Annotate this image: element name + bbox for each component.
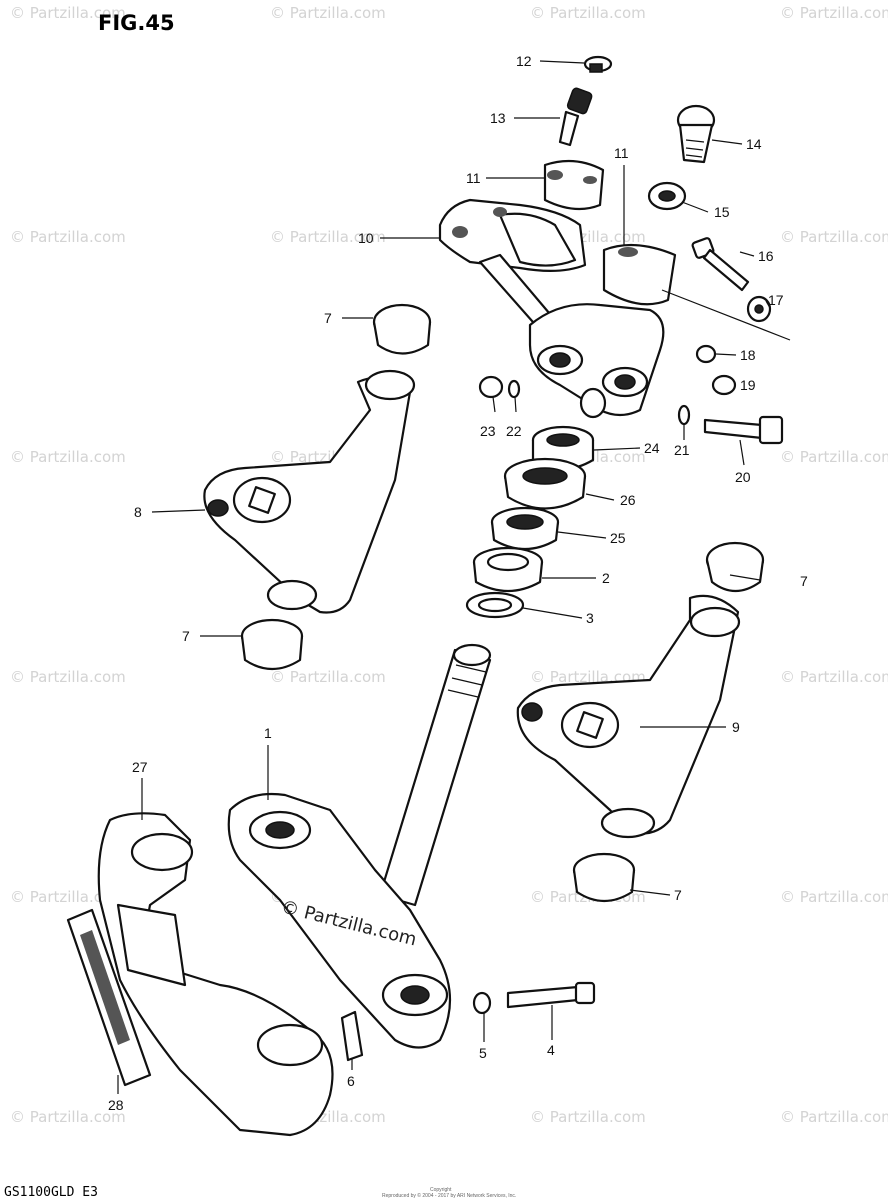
part-7-cap-bottom-left bbox=[240, 618, 304, 671]
watermark: © Partzilla.com bbox=[270, 4, 386, 22]
part-16-bolt bbox=[691, 237, 750, 292]
callout-19: 19 bbox=[740, 377, 756, 393]
watermark: © Partzilla.com bbox=[780, 1108, 888, 1126]
part-18-washer bbox=[695, 344, 717, 364]
part-5-washer bbox=[472, 991, 492, 1015]
watermark: © Partzilla.com bbox=[270, 228, 386, 246]
callout-17: 17 bbox=[768, 292, 784, 308]
callout-10: 10 bbox=[358, 230, 374, 246]
parts-drawing bbox=[66, 55, 784, 1137]
footer-copyright: Copyright bbox=[430, 1187, 452, 1193]
callout-labels: 12 13 14 15 16 17 18 19 11 11 10 7 8 7 7… bbox=[108, 53, 808, 1113]
watermark: © Partzilla.com bbox=[10, 1108, 126, 1126]
part-19-cap-nut bbox=[711, 374, 737, 396]
callout-5: 5 bbox=[479, 1045, 487, 1061]
part-25-bearing bbox=[490, 506, 560, 550]
callout-7-bottom-left: 7 bbox=[182, 628, 190, 644]
callout-18: 18 bbox=[740, 347, 756, 363]
part-14-bolt bbox=[676, 104, 716, 164]
callout-13: 13 bbox=[490, 110, 506, 126]
part-2-bearing-race bbox=[472, 546, 544, 592]
figure-title: FIG.45 bbox=[98, 11, 175, 35]
watermark: © Partzilla.com bbox=[10, 4, 126, 22]
callout-1: 1 bbox=[264, 725, 272, 741]
callout-27: 27 bbox=[132, 759, 148, 775]
watermark: © Partzilla.com bbox=[530, 1108, 646, 1126]
part-15-washer bbox=[647, 181, 687, 211]
part-1-steering-stem bbox=[227, 643, 492, 1049]
callout-2: 2 bbox=[602, 570, 610, 586]
watermark: © Partzilla.com bbox=[780, 228, 888, 246]
part-7-cap-bottom-right bbox=[572, 852, 636, 903]
callout-26: 26 bbox=[620, 492, 636, 508]
callout-14: 14 bbox=[746, 136, 762, 152]
part-17-nut bbox=[746, 295, 772, 323]
part-12-screw bbox=[583, 55, 613, 73]
callout-23: 23 bbox=[480, 423, 496, 439]
part-20-bolt bbox=[703, 415, 784, 445]
callout-24: 24 bbox=[644, 440, 660, 456]
part-3-washer bbox=[465, 591, 525, 619]
watermark: © Partzilla.com bbox=[10, 888, 126, 906]
part-8-headlight-bracket-left bbox=[203, 369, 416, 614]
footer-reproduced: Reproduced by © 2004 - 2017 by ARI Netwo… bbox=[382, 1192, 516, 1199]
part-13-bolt bbox=[558, 87, 593, 147]
callout-16: 16 bbox=[758, 248, 774, 264]
part-27-cover bbox=[97, 812, 334, 1137]
part-11-upper-clamp-right bbox=[602, 243, 677, 306]
part-26-dust-seal bbox=[503, 457, 587, 510]
callout-12: 12 bbox=[516, 53, 532, 69]
callout-20: 20 bbox=[735, 469, 751, 485]
callout-25: 25 bbox=[610, 530, 626, 546]
callout-28: 28 bbox=[108, 1097, 124, 1113]
watermark: © Partzilla.com bbox=[10, 668, 126, 686]
watermark: © Partzilla.com bbox=[780, 448, 888, 466]
part-10-upper-bracket bbox=[438, 198, 665, 419]
callout-11-left: 11 bbox=[466, 170, 481, 186]
callout-7-bottom-right: 7 bbox=[674, 887, 682, 903]
watermark: © Partzilla.com bbox=[270, 668, 386, 686]
watermark: © Partzilla.com bbox=[530, 4, 646, 22]
part-9-headlight-bracket-right bbox=[516, 594, 741, 839]
callout-3: 3 bbox=[586, 610, 594, 626]
watermark: © Partzilla.com bbox=[10, 448, 126, 466]
callout-4: 4 bbox=[547, 1042, 555, 1058]
part-21-washer bbox=[677, 404, 691, 426]
callout-7-top-left: 7 bbox=[324, 310, 332, 326]
part-7-cap-top-right bbox=[705, 541, 765, 593]
callout-22: 22 bbox=[506, 423, 522, 439]
part-11-upper-clamp-left bbox=[543, 159, 605, 211]
callout-21: 21 bbox=[674, 442, 690, 458]
callout-15: 15 bbox=[714, 204, 730, 220]
part-4-bolt bbox=[506, 981, 596, 1009]
callout-11-right: 11 bbox=[614, 145, 629, 161]
callout-8: 8 bbox=[134, 504, 142, 520]
watermark: © Partzilla.com bbox=[780, 888, 888, 906]
part-28-emblem bbox=[66, 908, 152, 1087]
part-7-cap-top-left bbox=[372, 303, 432, 355]
callout-7-top-right: 7 bbox=[800, 573, 808, 589]
part-23-cap-nut bbox=[478, 375, 504, 399]
model-code: GS1100GLD E3 bbox=[4, 1185, 98, 1200]
watermark: © Partzilla.com bbox=[10, 228, 126, 246]
part-6-plate bbox=[340, 1010, 364, 1062]
watermark: © Partzilla.com bbox=[780, 4, 888, 22]
watermark: © Partzilla.com bbox=[780, 668, 888, 686]
callout-6: 6 bbox=[347, 1073, 355, 1089]
part-22-washer bbox=[507, 379, 521, 399]
leader-lines bbox=[117, 60, 791, 1094]
callout-9: 9 bbox=[732, 719, 740, 735]
